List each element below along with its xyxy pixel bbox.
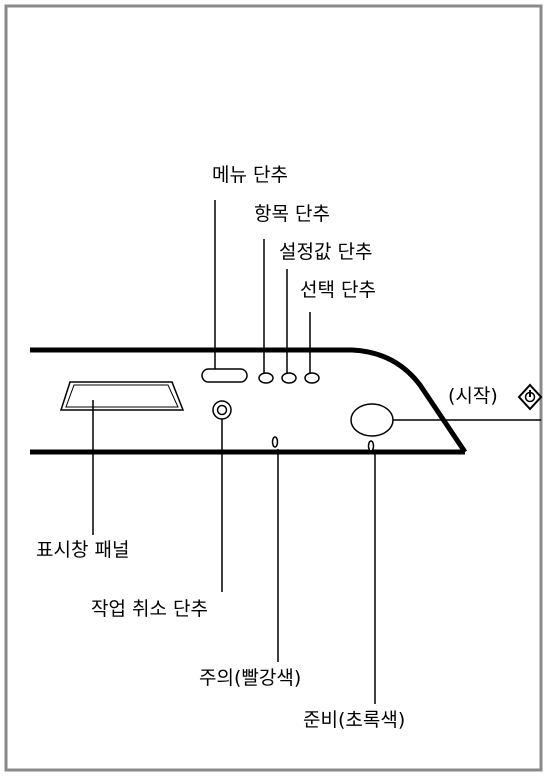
- page-border: [4, 4, 543, 772]
- ready-light-label: 준비(초록색): [303, 709, 406, 731]
- display-panel-label: 표시창 패널: [36, 539, 130, 561]
- select-button[interactable]: [304, 372, 320, 384]
- attention-light-label: 주의(빨강색): [199, 667, 302, 689]
- diamond-start-icon: [517, 383, 543, 411]
- cancel-button[interactable]: [212, 400, 232, 420]
- display-panel-window: [59, 381, 185, 411]
- value-button[interactable]: [281, 372, 297, 384]
- menu-button[interactable]: [201, 368, 248, 383]
- start-button[interactable]: [350, 403, 394, 437]
- ready-light: [367, 440, 375, 452]
- item-button[interactable]: [258, 372, 274, 384]
- start-button-label: (시작): [448, 385, 498, 407]
- value-button-label: 설정값 단추: [279, 241, 373, 263]
- menu-button-label: 메뉴 단추: [212, 164, 288, 186]
- panel-top-edge: [30, 347, 468, 454]
- leader-lines: [92, 200, 541, 704]
- cancel-button-label: 작업 취소 단추: [91, 598, 208, 620]
- attention-light: [271, 436, 279, 448]
- select-button-label: 선택 단추: [300, 279, 376, 301]
- item-button-label: 항목 단추: [254, 203, 330, 225]
